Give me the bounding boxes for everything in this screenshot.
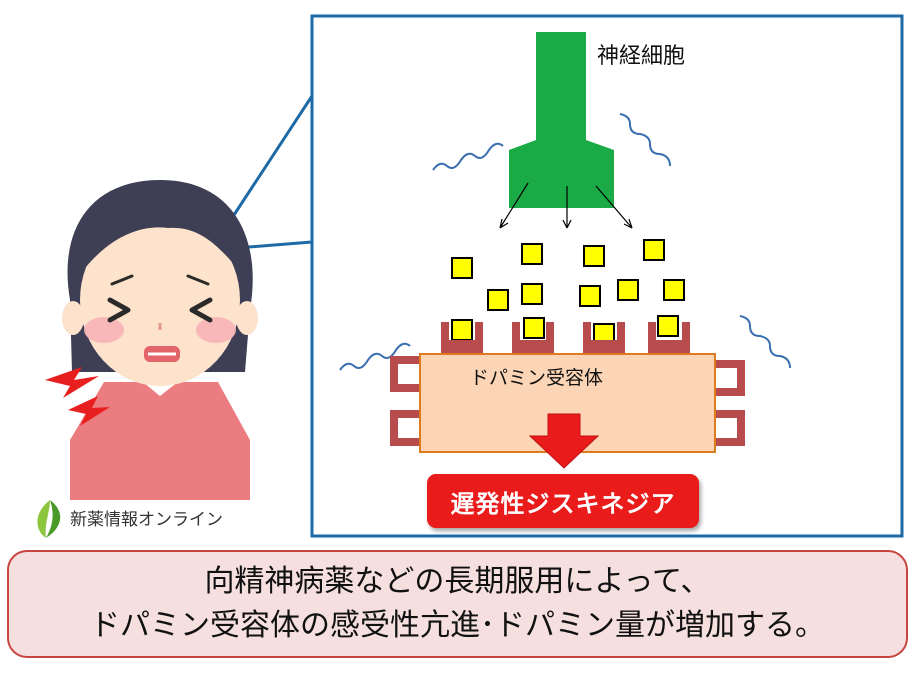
receptor-side: [715, 410, 745, 446]
sad-woman-illustration: [62, 180, 258, 500]
receptor-cup: [441, 322, 483, 356]
receptor-cup: [583, 322, 625, 356]
leaf-logo-icon: [37, 500, 61, 538]
wavy-line-icon: [339, 113, 791, 371]
receptor-side: [715, 360, 745, 396]
dopamine-molecule: [451, 319, 473, 341]
dopamine-molecule: [663, 279, 685, 301]
brand-logo: 新薬情報オンライン: [36, 505, 223, 530]
dopamine-molecule: [523, 317, 545, 339]
dopamine-molecule: [657, 315, 679, 337]
tardive-dyskinesia-badge: 遅発性ジスキネジア: [427, 474, 699, 528]
down-arrow-icon: [528, 413, 600, 469]
dopamine-molecules: [451, 239, 685, 345]
dopamine-molecule: [487, 289, 509, 311]
pain-lightning-icon: [45, 367, 110, 426]
caption-line-1: 向精神病薬などの長期服用によって、: [204, 564, 711, 599]
neuron-shape: [509, 32, 614, 208]
dopamine-molecule: [583, 245, 605, 267]
caption-box: 向精神病薬などの長期服用によって、 ドパミン受容体の感受性亢進･ドパミン量が増加…: [7, 550, 908, 658]
receptor-side: [390, 410, 420, 446]
receptor-cup: [512, 322, 554, 356]
release-arrows: [499, 182, 633, 229]
receptor-cup: [648, 322, 690, 356]
receptor-side: [390, 356, 420, 392]
dopamine-molecule: [451, 257, 473, 279]
neuron-label: 神経細胞: [597, 44, 686, 69]
dopamine-molecule: [579, 285, 601, 307]
receptor-cups: [441, 322, 690, 356]
dopamine-molecule: [521, 243, 543, 265]
receptor-label: ドパミン受容体: [470, 367, 604, 389]
dopamine-molecule: [617, 279, 639, 301]
brand-name: 新薬情報オンライン: [70, 510, 223, 530]
diagram-frame: [310, 14, 904, 538]
caption-line-2: ドパミン受容体の感受性亢進･ドパミン量が増加する。: [90, 608, 825, 643]
dopamine-molecule: [521, 283, 543, 305]
dopamine-molecule: [643, 239, 665, 261]
side-receptors: [390, 356, 745, 446]
